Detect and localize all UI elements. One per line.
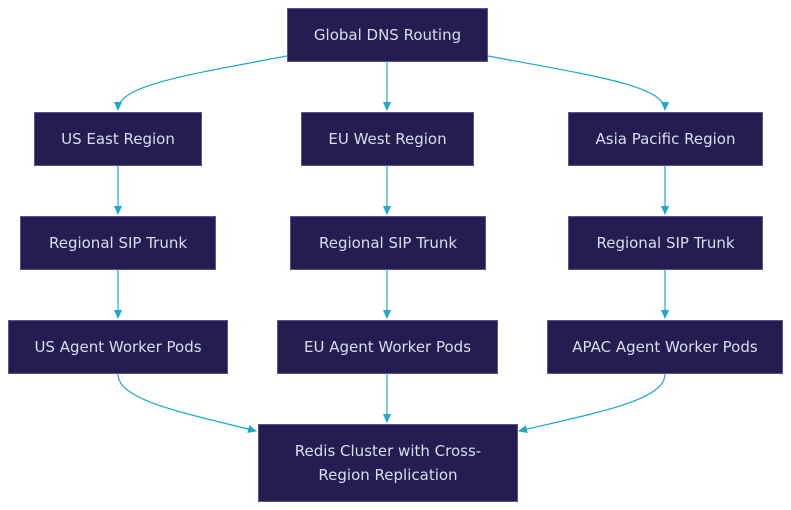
node-apac-sip-trunk: Regional SIP Trunk — [568, 216, 763, 270]
node-us-sip-trunk: Regional SIP Trunk — [20, 216, 216, 270]
node-asia-pacific-region: Asia Pacific Region — [568, 112, 763, 166]
node-us-agent-worker-pods: US Agent Worker Pods — [8, 320, 228, 374]
node-eu-sip-trunk: Regional SIP Trunk — [290, 216, 486, 270]
node-eu-west-region: EU West Region — [301, 112, 474, 166]
node-apac-agent-worker-pods: APAC Agent Worker Pods — [547, 320, 783, 374]
node-eu-agent-worker-pods: EU Agent Worker Pods — [277, 320, 498, 374]
edge-us-pods-to-redis — [117, 373, 257, 433]
node-us-east-region: US East Region — [34, 112, 202, 166]
node-redis-cluster: Redis Cluster with Cross- Region Replica… — [258, 424, 518, 502]
node-global-dns-routing: Global DNS Routing — [287, 8, 488, 62]
edge-dns-to-asia-pacific — [487, 55, 669, 111]
edge-apac-pods-to-redis — [518, 373, 666, 434]
edge-dns-to-us-east — [114, 55, 288, 111]
